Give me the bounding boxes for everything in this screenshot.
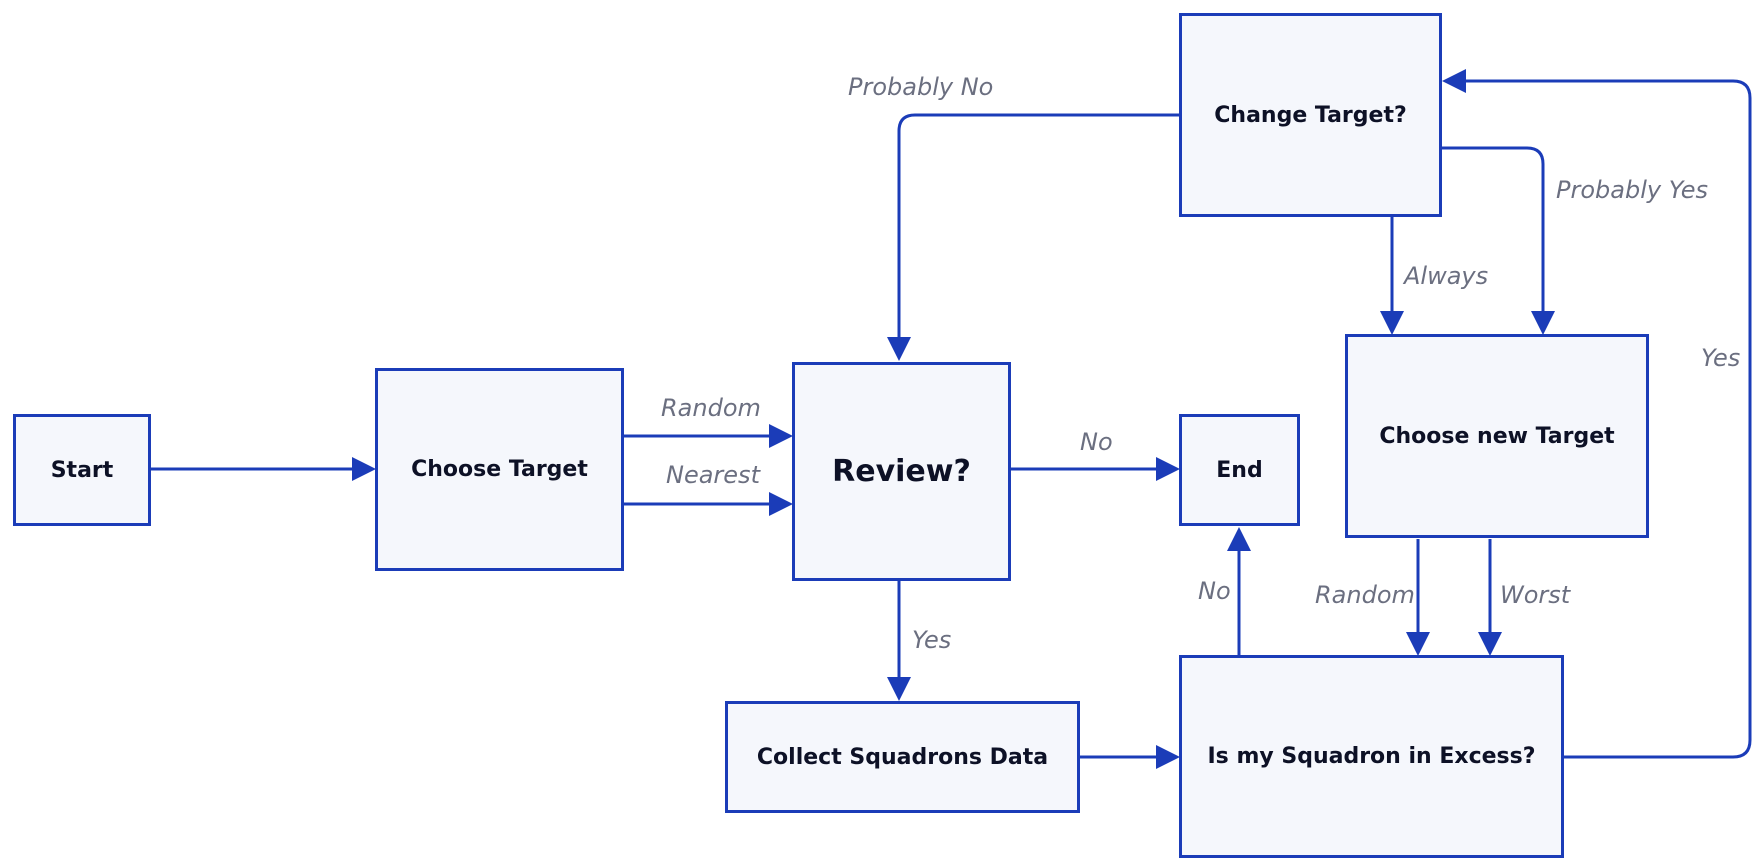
edge-change-probably-no-review	[887, 113, 1179, 361]
edge-label-nearest: Nearest	[666, 461, 760, 489]
node-collect-squadrons-data: Collect Squadrons Data	[725, 701, 1080, 813]
node-squadron-in-excess: Is my Squadron in Excess?	[1179, 655, 1564, 858]
node-review: Review?	[792, 362, 1011, 581]
edge-label-worst: Worst	[1500, 581, 1571, 609]
edge-label-no-excess: No	[1198, 577, 1231, 605]
edge-label-random-1: Random	[661, 394, 761, 422]
edge-label-probably-yes: Probably Yes	[1556, 176, 1708, 204]
node-change-target: Change Target?	[1179, 13, 1442, 217]
edge-label-random-2: Random	[1315, 581, 1415, 609]
edge-label-no-review: No	[1080, 428, 1113, 456]
edge-label-yes-review: Yes	[912, 626, 952, 654]
node-choose-target: Choose Target	[375, 368, 624, 571]
edge-change-probably-yes-choose-new	[1441, 146, 1555, 335]
edge-label-probably-no: Probably No	[848, 73, 994, 101]
node-choose-new-target: Choose new Target	[1345, 334, 1649, 538]
node-end: End	[1179, 414, 1300, 526]
edge-label-always: Always	[1404, 262, 1489, 290]
edge-excess-yes-change	[1442, 69, 1752, 759]
edge-label-yes-excess: Yes	[1701, 344, 1741, 372]
node-start: Start	[13, 414, 151, 526]
